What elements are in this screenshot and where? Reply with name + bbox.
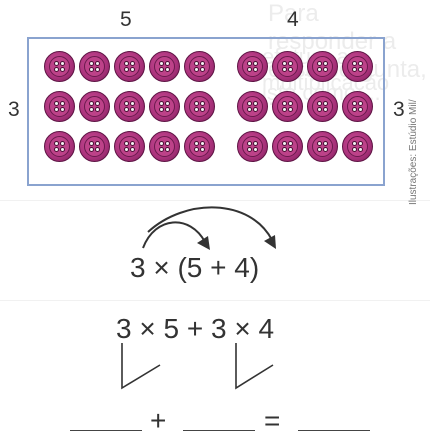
button-array-frame (27, 37, 385, 186)
four-hole-button-icon (307, 131, 338, 162)
four-hole-button-icon (79, 91, 110, 122)
four-hole-button-icon (342, 91, 373, 122)
four-hole-button-icon (44, 131, 75, 162)
four-hole-button-icon (237, 91, 268, 122)
four-hole-button-icon (184, 131, 215, 162)
four-hole-button-icon (149, 91, 180, 122)
four-hole-button-icon (114, 51, 145, 82)
answer-blank-1[interactable] (70, 430, 142, 431)
distributed-expression: 3 × 5 + 3 × 4 (116, 313, 275, 344)
four-hole-button-icon (149, 131, 180, 162)
four-hole-button-icon (149, 51, 180, 82)
left-rows-label: 3 (8, 98, 20, 121)
four-hole-button-icon (184, 91, 215, 122)
four-hole-button-icon (79, 131, 110, 162)
right-button-group (237, 51, 376, 171)
answer-blank-3[interactable] (298, 430, 370, 431)
right-rows-label: 3 (393, 98, 405, 121)
grouped-expression: 3 × (5 + 4) (130, 252, 260, 283)
four-hole-button-icon (44, 91, 75, 122)
four-hole-button-icon (44, 51, 75, 82)
four-hole-button-icon (114, 91, 145, 122)
four-hole-button-icon (342, 131, 373, 162)
four-hole-button-icon (307, 91, 338, 122)
answer-blank-2[interactable] (183, 430, 255, 431)
four-hole-button-icon (79, 51, 110, 82)
equals-sign: = (264, 405, 281, 436)
left-group-count-label: 5 (120, 8, 132, 31)
four-hole-button-icon (307, 51, 338, 82)
four-hole-button-icon (114, 131, 145, 162)
right-group-count-label: 4 (287, 8, 299, 31)
four-hole-button-icon (272, 91, 303, 122)
four-hole-button-icon (342, 51, 373, 82)
four-hole-button-icon (237, 131, 268, 162)
four-hole-button-icon (184, 51, 215, 82)
four-hole-button-icon (272, 51, 303, 82)
four-hole-button-icon (237, 51, 268, 82)
plus-sign: + (150, 405, 167, 436)
four-hole-button-icon (272, 131, 303, 162)
left-button-group (44, 51, 218, 171)
